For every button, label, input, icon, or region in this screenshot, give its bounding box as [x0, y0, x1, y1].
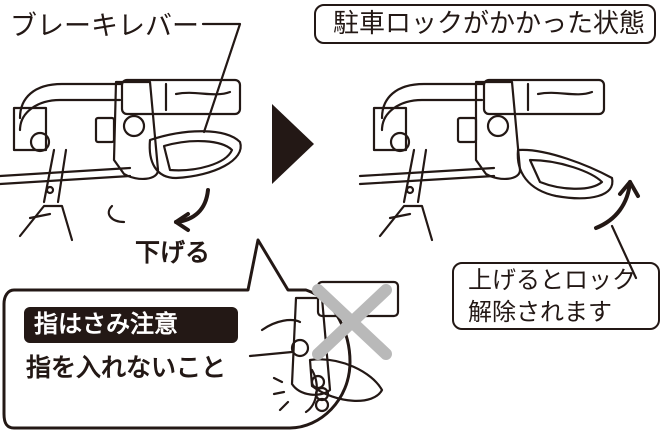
- release-note-line2: 解除されます: [468, 298, 612, 326]
- release-note-line1: 上げるとロック: [468, 266, 636, 294]
- warning-body: 指を入れないこと: [26, 353, 227, 382]
- up-arrow-icon: [594, 180, 632, 230]
- release-note-box: [452, 262, 660, 330]
- lever-leader-line: [201, 22, 242, 134]
- warning-title: 指はさみ注意: [34, 310, 178, 338]
- lower-label: 下げる: [135, 238, 211, 267]
- brake-assembly-left: [0, 78, 242, 242]
- brake-lever-label: ブレーキレバー: [10, 11, 199, 42]
- brake-assembly-right: [358, 78, 614, 242]
- next-step-triangle-icon: [272, 104, 314, 184]
- parked-state-box: [314, 4, 656, 44]
- prohibited-cross-icon: [312, 284, 392, 360]
- parked-state-label: 駐車ロックがかかった状態: [333, 9, 646, 39]
- warning-badge: [24, 307, 238, 343]
- release-leader-line: [610, 224, 638, 280]
